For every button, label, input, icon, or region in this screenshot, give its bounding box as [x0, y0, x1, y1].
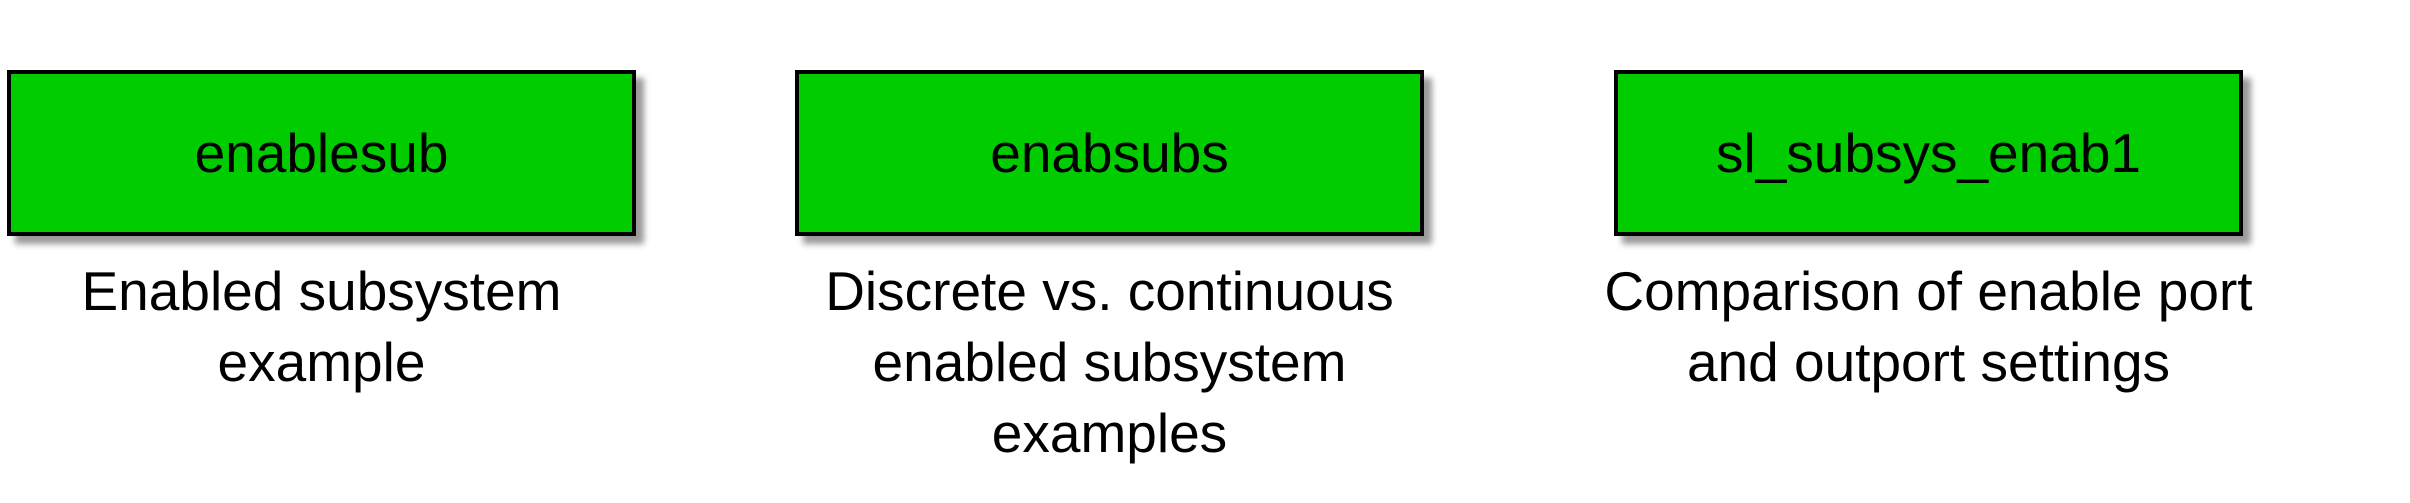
model-caption-sl-subsys-enab1: Comparison of enable port and outport se…	[1574, 256, 2283, 398]
caption-line: example	[217, 331, 426, 393]
model-block-label: enablesub	[194, 121, 449, 184]
model-block-label: sl_subsys_enab1	[1715, 121, 2141, 184]
model-caption-enablesub: Enabled subsystem example	[0, 256, 676, 398]
model-caption-enabsubs: Discrete vs. continuous enabled subsyste…	[755, 256, 1464, 469]
caption-line: Discrete vs. continuous	[825, 260, 1394, 322]
model-block-enablesub[interactable]: enablesub	[7, 70, 636, 236]
model-block-sl-subsys-enab1[interactable]: sl_subsys_enab1	[1614, 70, 2243, 236]
caption-line: enabled subsystem	[872, 331, 1347, 393]
caption-line: and outport settings	[1686, 331, 2171, 393]
model-block-enabsubs[interactable]: enabsubs	[795, 70, 1424, 236]
caption-line: examples	[991, 402, 1228, 464]
caption-line: Comparison of enable port	[1604, 260, 2253, 322]
model-block-label: enabsubs	[990, 121, 1229, 184]
caption-line: Enabled subsystem	[81, 260, 562, 322]
